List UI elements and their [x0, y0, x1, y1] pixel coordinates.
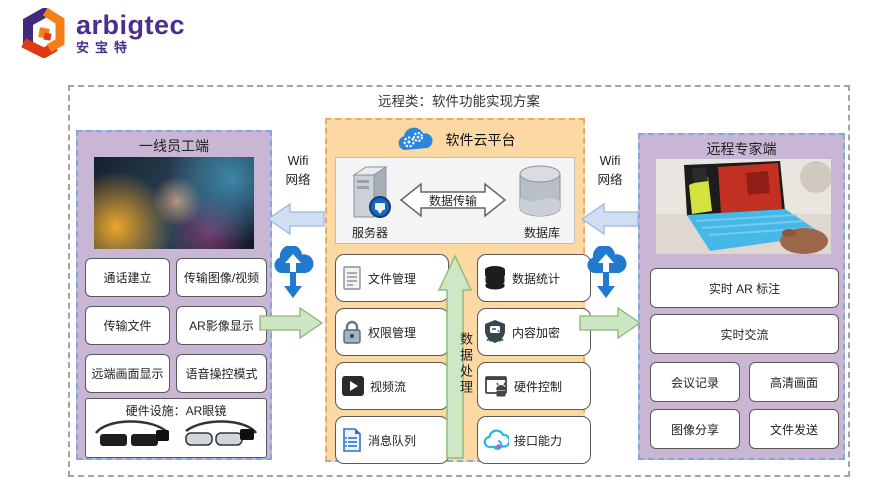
- frame-title: 远程类：软件功能实现方案: [378, 94, 540, 109]
- feature-send-image-video: 传输图像/视频: [176, 258, 267, 297]
- expert-photo: [656, 159, 831, 254]
- left-blue-arrow-icon: [266, 202, 326, 236]
- feature-send-file: 传输文件: [85, 306, 170, 345]
- feature-remote-screen: 远端画面显示: [85, 354, 170, 393]
- server-label: 服务器: [351, 226, 388, 240]
- cloud-feature-label: 内容加密: [512, 325, 561, 340]
- cloud-panel: 软件云平台 服务器 数据传输: [325, 118, 591, 464]
- cloud-feature-encryption: 内容加密: [477, 308, 591, 356]
- data-transfer-arrow-icon: [398, 180, 508, 220]
- shield-encrypt-icon: [483, 319, 507, 345]
- arbigtec-hexagon-logo-icon: [20, 8, 68, 58]
- data-process-up-arrow: [437, 254, 473, 460]
- cloud-feature-label: 接口能力: [514, 433, 563, 448]
- message-queue-icon: [341, 427, 363, 453]
- cloud-feature-label: 硬件控制: [514, 379, 563, 394]
- hardware-window-android-icon: [483, 373, 509, 399]
- cloud-feature-label: 消息队列: [368, 433, 417, 448]
- expert-panel: 远程专家端 实时 AR 标注 实时交流 会议记录 高清画面 图像分享 文件发送: [638, 133, 845, 460]
- wifi-label-right: Wifi 网络: [597, 154, 623, 188]
- hardware-title: 硬件设施：AR眼镜: [125, 404, 227, 418]
- cloud-feature-file-management: 文件管理: [335, 254, 449, 302]
- expert-feature-hd-screen: 高清画面: [749, 362, 839, 402]
- expert-feature-ar-annotation: 实时 AR 标注: [650, 268, 839, 308]
- cloud-sync-left-icon: [272, 246, 314, 300]
- hardware-box: 硬件设施：AR眼镜: [85, 398, 267, 458]
- database-icon: [516, 164, 564, 220]
- expert-feature-image-share: 图像分享: [650, 409, 740, 449]
- worker-feature-grid: 通话建立 传输图像/视频 传输文件 AR影像显示 远端画面显示 语音操控模式: [85, 258, 267, 393]
- cloud-gear-icon: [395, 126, 437, 154]
- solution-frame: [68, 85, 850, 477]
- cloud-feature-hardware-control: 硬件控制: [477, 362, 591, 410]
- brand-name: arbigtec: [76, 10, 186, 40]
- feature-ar-display: AR影像显示: [176, 306, 267, 345]
- cloud-feature-label: 视频流: [370, 379, 407, 394]
- cloud-feature-video-stream: 视频流: [335, 362, 449, 410]
- worker-panel: 一线员工端 通话建立 传输图像/视频 传输文件 AR影像显示 远端画面显示 语音…: [76, 130, 272, 460]
- video-play-icon: [341, 375, 365, 397]
- data-process-label: 数据处理: [458, 332, 473, 396]
- expert-feature-meeting-record: 会议记录: [650, 362, 740, 402]
- cloud-feature-message-queue: 消息队列: [335, 416, 449, 464]
- file-icon: [341, 265, 363, 291]
- database-label: 数据库: [523, 226, 560, 240]
- cloud-feature-label: 权限管理: [368, 325, 417, 340]
- cloud-feature-label: 文件管理: [368, 271, 417, 286]
- cloud-feature-data-stats: 数据统计: [477, 254, 591, 302]
- left-green-arrow-icon: [258, 306, 324, 340]
- brand-name-cn: 安宝特: [76, 40, 134, 55]
- worker-panel-title: 一线员工端: [139, 138, 209, 154]
- cloud-sync-right-icon: [585, 246, 627, 300]
- expert-panel-title: 远程专家端: [706, 141, 777, 157]
- ar-glasses-left-icon: [90, 419, 174, 455]
- right-green-arrow-icon: [578, 306, 642, 340]
- brand-logo: arbigtec 安宝特: [20, 8, 185, 58]
- right-blue-arrow-icon: [580, 202, 640, 236]
- worker-photo: [94, 157, 254, 249]
- server-database-box: 服务器 数据传输 数据库: [335, 157, 575, 244]
- cloud-feature-permission: 权限管理: [335, 308, 449, 356]
- api-cloud-icon: [483, 428, 509, 452]
- wifi-label-left: Wifi 网络: [285, 154, 311, 188]
- cloud-feature-api: 接口能力: [477, 416, 591, 464]
- cloud-feature-label: 数据统计: [512, 271, 561, 286]
- data-transfer-label: 数据传输: [428, 193, 477, 208]
- feature-voice-control: 语音操控模式: [176, 354, 267, 393]
- expert-feature-file-send: 文件发送: [749, 409, 839, 449]
- cloud-panel-header: 软件云平台: [327, 125, 583, 155]
- feature-call-setup: 通话建立: [85, 258, 170, 297]
- server-icon: [348, 163, 394, 223]
- cloud-panel-title: 软件云平台: [445, 132, 516, 148]
- ar-glasses-right-icon: [178, 419, 262, 455]
- database-stack-icon: [483, 265, 507, 291]
- expert-feature-realtime-chat: 实时交流: [650, 314, 839, 354]
- lock-icon: [341, 319, 363, 345]
